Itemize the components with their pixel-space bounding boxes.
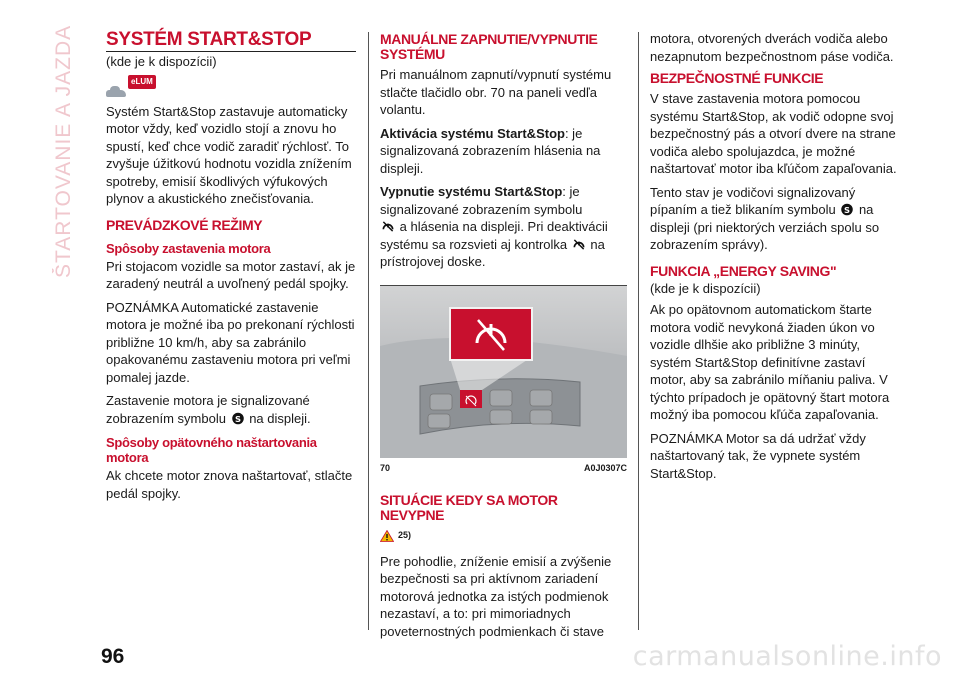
stop-heading: Spôsoby zastavenia motora	[106, 240, 271, 256]
car-icon	[106, 85, 126, 97]
restart-paragraph: Ak chcete motor znova naštartovať, stlač…	[106, 468, 353, 501]
section-title-start-stop: SYSTÉM START&STOP	[106, 30, 356, 52]
side-chapter-title: ŠTARTOVANIE A JAZDA	[52, 24, 75, 278]
page-number: 96	[101, 645, 125, 668]
manual-heading: MANUÁLNE ZAPNUTIE/VYPNUTIE SYSTÉMU	[380, 31, 598, 62]
situations-heading: SITUÁCIE KEDY SA MOTOR NEVYPNE	[380, 492, 558, 523]
warning-reference: 25)	[380, 527, 625, 545]
column-2: MANUÁLNE ZAPNUTIE/VYPNUTIE SYSTÉMU Pri m…	[380, 30, 627, 646]
column-divider-1	[368, 32, 369, 630]
activation-paragraph: Aktivácia systému Start&Stop: je signali…	[380, 125, 601, 176]
restart-heading: Spôsoby opätovného naštartovania motora	[106, 435, 317, 465]
figure-code: A0J0307C	[583, 462, 627, 473]
elum-indicator: eLUM	[106, 74, 356, 97]
column-divider-2	[638, 32, 639, 630]
engine-stop-symbol-icon: S	[841, 203, 854, 216]
warning-ref-number: 25)	[398, 530, 412, 540]
stop-paragraph-2: POZNÁMKA Automatické zastavenie motora j…	[106, 299, 355, 385]
svg-text:S: S	[235, 413, 241, 423]
energy-paragraph-2: POZNÁMKA Motor sa dá udržať vždy naštart…	[650, 430, 866, 481]
safety-heading: BEZPEČNOSTNÉ FUNKCIE	[650, 70, 824, 86]
figure-number: 70	[380, 462, 391, 473]
deactivation-paragraph: Vypnutie systému Start&Stop: je signaliz…	[380, 184, 608, 269]
stop-paragraph-1: Pri stojacom vozidle sa motor zastaví, a…	[106, 258, 356, 292]
manual-paragraph: Pri manuálnom zapnutí/vypnutí systému st…	[380, 67, 612, 117]
situations-paragraph: Pre pohodlie, zníženie emisií a zvýšenie…	[380, 553, 612, 639]
dashboard-panel-illustration	[380, 285, 627, 458]
svg-text:S: S	[844, 205, 850, 215]
safety-paragraph-1: V stave zastavenia motora pomocou systém…	[650, 91, 897, 176]
figure-70-dashboard-button	[380, 284, 627, 458]
warning-triangle-icon	[380, 529, 394, 542]
continuation-paragraph: motora, otvorených dverách vodiča alebo …	[650, 31, 894, 64]
energy-availability-note: (kde je k dispozícii)	[650, 280, 761, 296]
start-stop-off-icon	[382, 221, 394, 232]
safety-paragraph-2: Tento stav je vodičovi signalizovaný píp…	[650, 184, 880, 253]
watermark: carmanualsonline.info	[632, 641, 942, 672]
energy-paragraph-1: Ak po opätovnom automatickom štarte moto…	[650, 302, 890, 422]
column-3: motora, otvorených dverách vodiča alebo …	[650, 30, 900, 488]
energy-saving-heading: FUNKCIA „ENERGY SAVING"	[650, 262, 837, 279]
elum-badge: eLUM	[128, 74, 156, 89]
figure-caption: 70 A0J0307C	[380, 460, 627, 478]
stop-paragraph-3: Zastavenie motora je signalizované zobra…	[106, 393, 311, 426]
intro-paragraph: Systém Start&Stop zastavuje automaticky …	[106, 103, 352, 207]
availability-note: (kde je k dispozícii)	[106, 54, 217, 69]
column-1: SYSTÉM START&STOP (kde je k dispozícii) …	[106, 30, 356, 508]
start-stop-warning-light-icon	[573, 238, 585, 250]
engine-stop-symbol-icon: S	[231, 412, 244, 424]
modes-heading: PREVÁDZKOVÉ REŽIMY	[106, 216, 263, 233]
